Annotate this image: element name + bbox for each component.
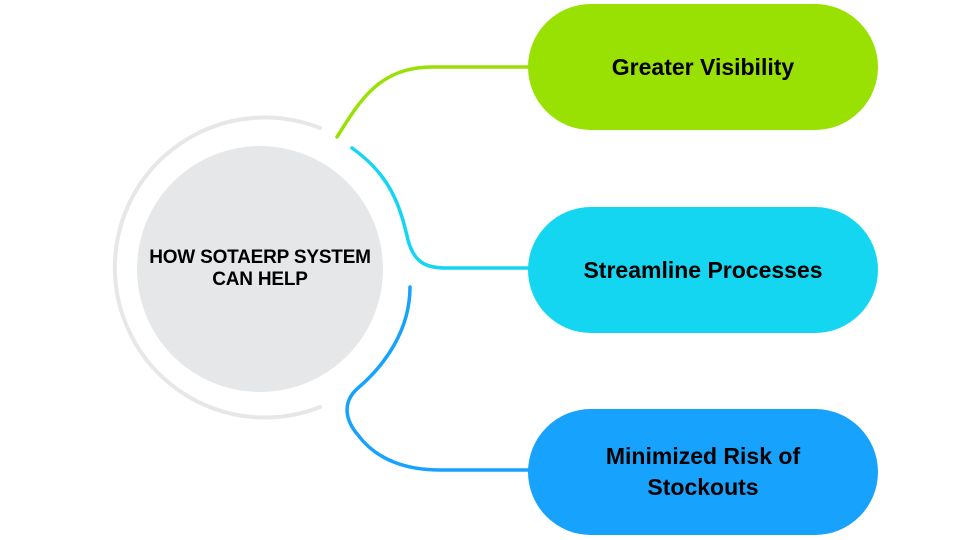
benefit-label: Streamline Processes	[583, 256, 823, 283]
connector-streamline-processes	[350, 146, 532, 270]
benefit-label: Greater Visibility	[611, 53, 795, 80]
connector-greater-visibility	[335, 65, 532, 139]
connector-minimized-risk	[345, 285, 532, 472]
center-title: HOW SOTAERP SYSTEM CAN HELP	[149, 247, 371, 290]
benefit-minimized-risk: Minimized Risk of Stockouts	[528, 409, 878, 535]
benefit-streamline-processes: Streamline Processes	[528, 207, 878, 333]
outer-ring-arc	[112, 115, 322, 420]
benefit-label: Minimized Risk of Stockouts	[605, 443, 801, 500]
benefit-greater-visibility: Greater Visibility	[528, 4, 878, 130]
center-topic: HOW SOTAERP SYSTEM CAN HELP	[137, 146, 383, 392]
